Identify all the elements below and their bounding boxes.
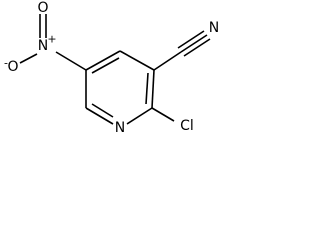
bond-c6-n1-double: [91, 103, 114, 118]
charge-plus: +: [47, 33, 56, 46]
bond-c4-c5-double: [91, 57, 120, 74]
bond-c2-c3-double: [145, 72, 149, 105]
atom-cl: Cl: [180, 118, 194, 134]
bond-c2-cl: [151, 107, 175, 122]
bond-c3-c4: [119, 50, 155, 71]
bond-c5-nnitro: [55, 51, 87, 71]
atom-n-nitro: N: [38, 38, 48, 54]
bond-nnitro-oleft: [19, 53, 38, 64]
atom-o-left: O: [7, 59, 18, 75]
bond-c3-cn: [153, 51, 182, 71]
bond-nitrile-triple-3: [183, 38, 211, 57]
bond-c6-n1: [85, 107, 114, 125]
bond-nitrile-triple-2: [180, 34, 208, 53]
atom-n-ring: N: [115, 120, 125, 136]
bond-nitrile-triple-1: [177, 30, 205, 49]
atom-o-top: O: [37, 0, 48, 16]
bond-n1-c2: [126, 107, 153, 125]
chemical-structure: N Cl N N + O O -: [4, 0, 219, 136]
charge-minus: -: [4, 57, 8, 70]
bond-c2-c3: [151, 69, 155, 109]
bond-c4-c5: [85, 50, 121, 71]
atom-n-nitrile: N: [209, 20, 219, 36]
